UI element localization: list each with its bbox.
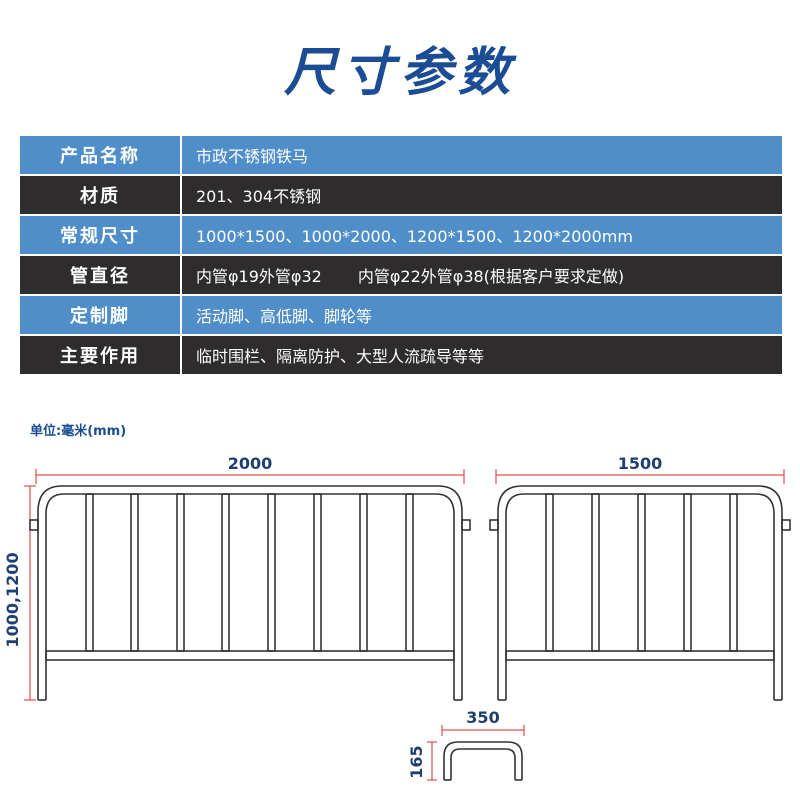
table-row: 产品名称 市政不锈钢铁马	[18, 134, 784, 176]
spec-value-standard-size: 1000*1500、1000*2000、1200*1500、1200*2000m…	[180, 214, 784, 256]
table-row: 定制脚 活动脚、高低脚、脚轮等	[18, 294, 784, 336]
spec-value-main-use: 临时围栏、隔离防护、大型人流疏导等等	[180, 334, 784, 376]
hook-right	[461, 519, 471, 531]
hook-left	[29, 519, 39, 531]
foot-height-dimension	[427, 741, 437, 781]
height-dimension	[24, 485, 36, 701]
page-title: 尺寸参数	[283, 43, 516, 103]
spec-label-standard-size: 常规尺寸	[18, 214, 182, 256]
foot-width-dimension	[441, 725, 525, 736]
spec-label-pipe-diameter: 管直径	[18, 254, 182, 296]
spec-label-product-name: 产品名称	[18, 134, 182, 176]
foot-width-label: 350	[466, 708, 499, 727]
pipe-option-b: 内管φ22外管φ38(根据客户要求定做)	[357, 267, 625, 286]
table-row: 材质 201、304不锈钢	[18, 174, 784, 216]
barrier-small-bars	[545, 493, 738, 652]
small-width-label: 1500	[618, 454, 663, 473]
barrier-large	[29, 485, 471, 701]
unit-label: 单位:毫米(mm)	[30, 424, 127, 439]
barrier-foot	[443, 741, 523, 781]
spec-value-custom-feet: 活动脚、高低脚、脚轮等	[180, 294, 784, 336]
table-row: 管直径 内管φ19外管φ32 内管φ22外管φ38(根据客户要求定做)	[18, 254, 784, 296]
hook-left	[489, 519, 499, 531]
large-width-label: 2000	[228, 454, 273, 473]
barrier-small	[489, 485, 791, 701]
foot-height-label: 165	[407, 745, 426, 778]
spec-label-material: 材质	[18, 174, 182, 216]
spec-label-main-use: 主要作用	[18, 334, 182, 376]
width-dimension-small	[495, 469, 785, 484]
hook-right	[781, 519, 791, 531]
barrier-large-bars	[85, 493, 414, 652]
table-row: 常规尺寸 1000*1500、1000*2000、1200*1500、1200*…	[18, 214, 784, 256]
spec-value-material: 201、304不锈钢	[180, 174, 784, 216]
spec-table: 产品名称 市政不锈钢铁马 材质 201、304不锈钢 常规尺寸 1000*150…	[18, 134, 784, 376]
spec-label-custom-feet: 定制脚	[18, 294, 182, 336]
height-label: 1000,1200	[3, 552, 22, 647]
width-dimension-large	[35, 469, 465, 484]
table-row: 主要作用 临时围栏、隔离防护、大型人流疏导等等	[18, 334, 784, 376]
spec-value-product-name: 市政不锈钢铁马	[180, 134, 784, 176]
spec-value-pipe-diameter: 内管φ19外管φ32 内管φ22外管φ38(根据客户要求定做)	[180, 254, 784, 296]
pipe-option-a: 内管φ19外管φ32	[196, 267, 322, 286]
